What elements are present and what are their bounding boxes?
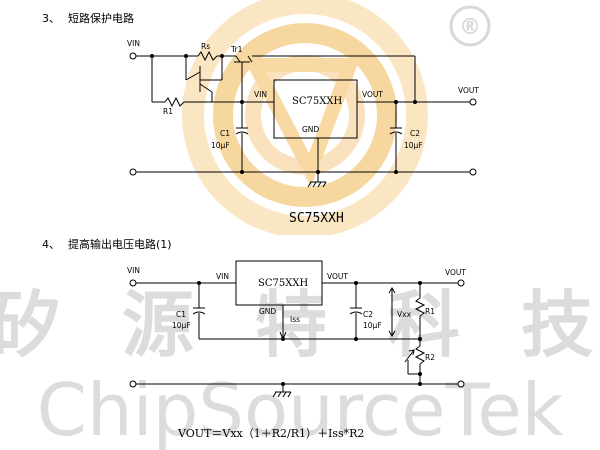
s1-c1-value: 10μF [211, 141, 230, 150]
s1-c2-label: C2 [410, 129, 420, 138]
section1-dots [150, 54, 417, 174]
s2-c1-value: 10μF [172, 321, 191, 330]
s1-rs-label: Rs [201, 42, 210, 51]
s2-vin-label: VIN [127, 266, 140, 275]
s2-iss-label: Iss [290, 315, 300, 324]
watermark-en-text: ChipSourceTek [37, 368, 564, 450]
watermark-cn: 矽 源 特 科 技 [0, 283, 600, 367]
s1-r1-label: R1 [163, 107, 173, 116]
s2-c2-value: 10μF [363, 321, 382, 330]
s1-c2-value: 10μF [404, 141, 423, 150]
watermark-r: ® [459, 15, 481, 40]
section2-dots [197, 281, 422, 386]
s1-chip-gnd: GND [302, 125, 319, 134]
section1-wires [129, 50, 477, 188]
s2-r1-label: R1 [425, 307, 435, 316]
s2-formula: VOUT＝Vxx（1＋R2/R1）＋Iss*R2 [177, 427, 364, 440]
s1-tr1-label: Tr1 [230, 45, 243, 54]
s1-chip-vout: VOUT [362, 90, 383, 99]
s2-r2-label: R2 [425, 353, 435, 362]
s2-chip-vin: VIN [216, 272, 229, 281]
watermark-en: ChipSourceTek [37, 368, 564, 450]
s1-c1-label: C1 [220, 129, 230, 138]
s1-chip-vin: VIN [254, 90, 267, 99]
s2-vout-label: VOUT [445, 268, 466, 277]
registered-mark-icon: ® [449, 5, 491, 47]
s2-c1-label: C1 [176, 310, 186, 319]
s2-chip-vout: VOUT [327, 272, 348, 281]
section1-number: 3、 [42, 12, 60, 25]
s1-chip-name: SC75XXH [292, 96, 342, 107]
section1-title: 短路保护电路 [68, 11, 134, 25]
s2-chip-name: SC75XXH [258, 278, 308, 289]
section2-title: 提高输出电压电路(1) [68, 237, 172, 251]
s1-vout-label: VOUT [458, 86, 479, 95]
s2-c2-label: C2 [363, 310, 373, 319]
s1-caption: SC75XXH [289, 211, 344, 226]
s2-chip-gnd: GND [259, 307, 276, 316]
watermark-cn-text: 矽 源 特 科 技 [0, 283, 600, 367]
s1-vin-label: VIN [127, 39, 140, 48]
s2-vxx-label: Vxx [397, 310, 412, 319]
section2-number: 4、 [42, 238, 60, 251]
